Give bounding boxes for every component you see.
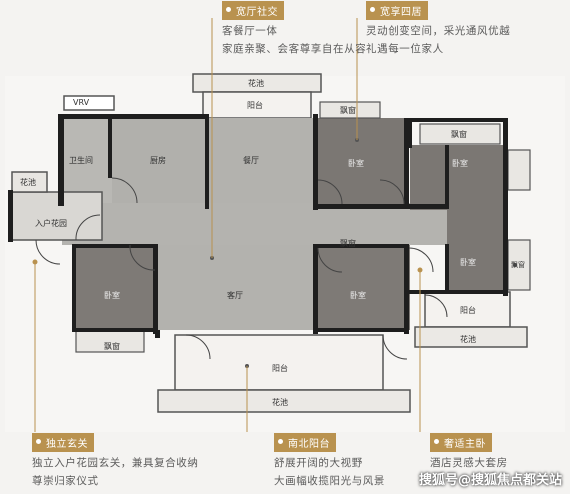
vrv-area: [63, 95, 115, 111]
balcony-east-label: 阳台: [460, 306, 476, 315]
door-arcs: [35, 177, 448, 360]
watermark: 搜狐号@搜狐焦点都关站: [418, 473, 562, 488]
vrv-label: VRV: [73, 98, 90, 107]
callout-bottom-right-line-1: 酒店灵感大套房: [430, 457, 508, 469]
bay-window-sw-label: 飘窗: [104, 342, 120, 351]
corridor-area: [62, 203, 447, 245]
balcony-north-label: 阳台: [247, 101, 263, 110]
callout-top-left-title: 宽厅社交: [222, 1, 284, 20]
bay-window-3-label: 飘窗: [340, 239, 356, 248]
walls: [8, 114, 508, 338]
callout-top-right-line-1: 灵动创变空间，采光通风优越: [366, 25, 511, 37]
callout-top-right-line-2: 礼遇每一位家人: [366, 43, 444, 55]
living-label: 客厅: [227, 291, 243, 300]
callout-bottom-mid-line-2: 大画幅收揽阳光与风景: [274, 475, 385, 487]
callout-bottom-left-line-1: 独立入户花园玄关，兼具复合收纳: [32, 457, 199, 469]
bedroom-sw-label: 卧室: [104, 291, 120, 300]
bathroom-label: 卫生间: [69, 156, 93, 165]
planter-entry-label: 花池: [20, 178, 36, 187]
callout-bottom-right: 奢适主卧 酒店灵感大套房: [430, 432, 508, 472]
callout-bottom-right-title: 奢适主卧: [430, 433, 492, 452]
bedroom-e-area: [447, 210, 505, 292]
dining-area: [207, 118, 315, 210]
bedroom-ne1-area: [318, 118, 406, 206]
callout-bottom-left-title: 独立玄关: [32, 433, 94, 452]
callout-top-right: 宽享四居 灵动创变空间，采光通风优越 礼遇每一位家人: [366, 0, 510, 58]
entry-garden-label: 入户花园: [35, 219, 67, 228]
callout-top-right-title: 宽享四居: [366, 1, 428, 20]
bay-window-2-label: 飘窗: [451, 130, 467, 139]
balcony-east-area: [424, 291, 511, 328]
entry-garden-area: [11, 191, 103, 241]
callout-bottom-mid-line-1: 舒展开阔的大视野: [274, 457, 363, 469]
bedroom-ne2-label: 卧室: [452, 159, 468, 168]
bedroom-sw-area: [74, 245, 157, 330]
callout-top-left-line-1: 客餐厅一体: [222, 25, 278, 37]
bay-window-1-label: 飘窗: [340, 106, 356, 115]
callout-top-left-line-2: 家庭亲聚、会客尊享自在从容: [222, 43, 367, 55]
bedroom-master-area: [315, 245, 410, 330]
callout-bottom-mid: 南北阳台 舒展开阔的大视野 大画幅收揽阳光与风景: [274, 432, 385, 490]
balcony-south-area: [174, 334, 384, 391]
planter-east-label: 花池: [460, 335, 476, 344]
callout-bottom-mid-title: 南北阳台: [274, 433, 336, 452]
planter-south-label: 花池: [272, 398, 288, 407]
bay-window-4-label: 飘窗: [511, 261, 525, 269]
bedroom-ne2-area: [410, 145, 505, 210]
balcony-south-label: 阳台: [272, 364, 288, 373]
bedroom-master-label: 卧室: [350, 291, 366, 300]
planter-top-label: 花池: [248, 79, 264, 88]
callout-bottom-left: 独立玄关 独立入户花园玄关，兼具复合收纳 尊崇归家仪式: [32, 432, 199, 490]
callout-bottom-left-line-2: 尊崇归家仪式: [32, 475, 99, 487]
bay-window-2-area: [419, 123, 501, 145]
bay-window-1-area: [319, 101, 381, 119]
bathroom-area: [62, 118, 112, 203]
planter-south-area: [157, 389, 411, 413]
kitchen-label: 厨房: [150, 156, 166, 165]
planter-east-area: [414, 326, 528, 348]
bedroom-e-label: 卧室: [460, 258, 476, 267]
kitchen-area: [112, 118, 207, 203]
planter-entry-area: [11, 171, 48, 193]
dining-label: 餐厅: [243, 156, 259, 165]
bedroom-ne1-label: 卧室: [348, 159, 364, 168]
callout-top-left: 宽厅社交 客餐厅一体 家庭亲聚、会客尊享自在从容: [222, 0, 366, 58]
callout-lines: [32, 18, 423, 432]
living-area: [157, 245, 315, 330]
